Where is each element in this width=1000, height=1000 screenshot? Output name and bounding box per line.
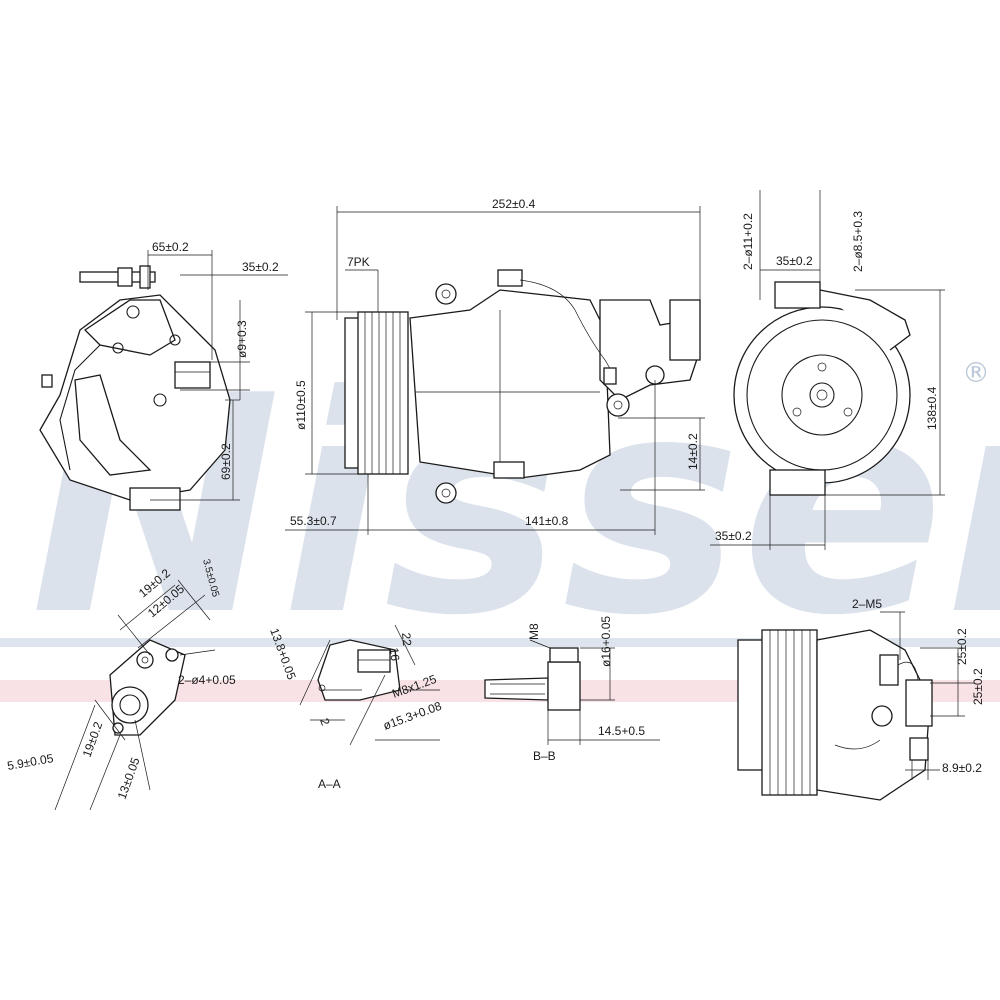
dim-a-5-9: 5.9±0.05 xyxy=(6,751,55,773)
dim-aa-15-3: ø15.3+0.08 xyxy=(381,699,443,733)
dim-rear-holes-11: 2–ø11+0.2 xyxy=(741,213,755,270)
side-view xyxy=(285,206,705,535)
dim-front-bore-9: ø9+0.3 xyxy=(235,320,249,358)
dim-aa-2: 2 xyxy=(317,716,333,727)
detail-a xyxy=(54,579,216,811)
dim-a-19-bottom: 19±0.2 xyxy=(80,720,106,760)
section-b-b xyxy=(484,639,660,745)
dim-r-screws: 2–M5 xyxy=(852,597,882,611)
dim-front-69: 69±0.2 xyxy=(219,443,233,480)
dim-pulley-110: ø110±0.5 xyxy=(294,380,308,430)
dim-bb-16: ø16+0.05 xyxy=(599,616,613,667)
dim-r-25-top: 25±0.2 xyxy=(955,628,969,665)
dim-rear-138: 138±0.4 xyxy=(925,386,939,430)
dim-r-8-9: 8.9±0.2 xyxy=(942,761,982,775)
detail-right xyxy=(737,611,975,801)
dim-rear-35-bottom: 35±0.2 xyxy=(715,529,752,543)
dim-side-55: 55.3±0.7 xyxy=(290,514,337,528)
dim-rear-holes-8-5: 2–ø8.5+0.3 xyxy=(851,211,865,272)
section-a-a xyxy=(299,624,440,746)
label-7pk: 7PK xyxy=(347,255,370,269)
registered-mark: ® xyxy=(962,356,990,389)
label-section-aa: A–A xyxy=(318,777,341,791)
dim-aa-16: 16 xyxy=(387,647,402,662)
dim-bb-14-5: 14.5+0.5 xyxy=(598,724,645,738)
dim-a-13: 13±0.05 xyxy=(115,755,143,801)
blue-stripe xyxy=(0,638,1000,647)
dim-front-65: 65±0.2 xyxy=(152,240,189,254)
dim-r-25-bottom: 25±0.2 xyxy=(971,668,985,705)
dim-aa-22: 22 xyxy=(399,632,414,647)
dim-side-252: 252±0.4 xyxy=(492,197,536,211)
label-section-bb: B–B xyxy=(533,749,556,763)
dim-bb-m8: M8 xyxy=(527,623,541,640)
dim-a-pins-4: 2–ø4+0.05 xyxy=(178,673,236,687)
rear-view xyxy=(710,190,945,550)
dim-side-14: 14±0.2 xyxy=(686,433,700,470)
dim-rear-35-top: 35±0.2 xyxy=(776,254,813,268)
dim-front-35: 35±0.2 xyxy=(242,260,279,274)
dim-side-141: 141±0.8 xyxy=(525,514,569,528)
front-view xyxy=(39,250,288,511)
